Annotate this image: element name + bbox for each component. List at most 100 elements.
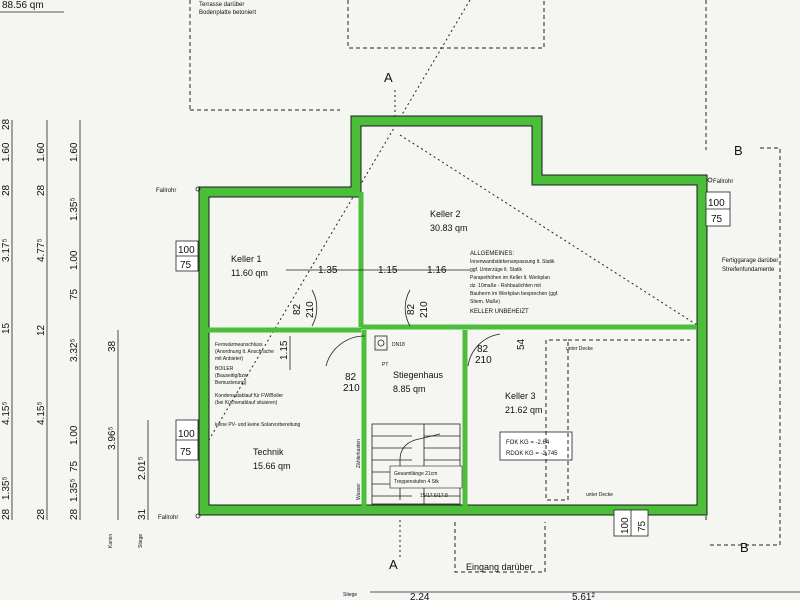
section-a-top: A — [384, 70, 393, 85]
door-swing-k3 — [467, 333, 501, 367]
section-line-diagonal — [199, 0, 471, 456]
fallrohr-dot-2 — [707, 177, 713, 183]
svg-text:31: 31 — [137, 508, 148, 520]
section-b-bottom: B — [740, 540, 749, 555]
dim-inner-2: 1.15 — [378, 265, 398, 276]
svg-text:28: 28 — [69, 508, 80, 520]
svg-text:1.00: 1.00 — [69, 250, 80, 270]
svg-text:RDOK KG = -2.745: RDOK KG = -2.745 — [506, 451, 558, 457]
terrace-outline — [189, 0, 545, 111]
svg-text:4.15⁵: 4.15⁵ — [1, 401, 12, 425]
svg-text:3.96⁵: 3.96⁵ — [107, 426, 118, 450]
svg-text:ggf. Unterzüge lt. Statik: ggf. Unterzüge lt. Statik — [470, 267, 522, 273]
dn-label: DN18 — [392, 342, 405, 348]
svg-text:2.01⁵: 2.01⁵ — [137, 456, 148, 480]
door-k1: 82 210 — [292, 301, 316, 318]
svg-text:75: 75 — [69, 288, 80, 300]
svg-text:82: 82 — [345, 372, 357, 383]
svg-text:4.77⁵: 4.77⁵ — [36, 238, 47, 262]
fallrohr-dot-3 — [195, 513, 201, 519]
svg-text:1.60: 1.60 — [1, 142, 12, 162]
svg-text:8.85 qm: 8.85 qm — [393, 384, 426, 394]
svg-text:Innenwandstärkenanpassung lt.: Innenwandstärkenanpassung lt. Statik — [470, 259, 555, 265]
svg-text:1.60: 1.60 — [36, 142, 47, 162]
window-left-bottom: 100 75 — [175, 419, 199, 461]
eingang-label: Eingang darüber — [466, 562, 533, 572]
door-swing-k1 — [311, 289, 318, 327]
svg-text:Kondensatablauf für FW/Boiler: Kondensatablauf für FW/Boiler — [215, 393, 283, 399]
dim-col-d: 38 3.96⁵ 2.01⁵ 31 — [107, 340, 148, 520]
svg-text:75: 75 — [69, 460, 80, 472]
svg-text:Bemusterung): Bemusterung) — [215, 380, 247, 386]
svg-text:(Anordnung lt. Anschrache: (Anordnung lt. Anschrache — [215, 349, 274, 355]
dim-col-b: 1.60 28 4.77⁵ 12 4.15⁵ 28 — [36, 142, 47, 520]
svg-text:1.00: 1.00 — [69, 425, 80, 445]
garage-label-1: Fertiggarage darüber — [722, 258, 778, 264]
dim-col-c: 1.60 1.35⁵ 1.00 75 3.32⁵ 1.00 75 1.35⁵ 2… — [69, 142, 80, 520]
svg-text:100: 100 — [178, 245, 195, 256]
unter-decke-1: unter Decke — [566, 346, 593, 352]
dn-box — [374, 335, 388, 351]
pt-label: PT — [382, 362, 388, 368]
dim-col-a: 28 1.60 28 3.17⁵ 15 4.15⁵ 1.35⁵ 28 — [1, 118, 12, 520]
section-line-keller2 — [399, 134, 706, 331]
kamin-label: Kamin — [108, 534, 114, 548]
svg-text:1.35⁵: 1.35⁵ — [1, 476, 12, 500]
svg-text:210: 210 — [305, 301, 316, 318]
svg-text:Parapethöhen im Keller lt. Wer: Parapethöhen im Keller lt. Werkplan — [470, 275, 550, 281]
svg-text:75: 75 — [180, 260, 192, 271]
door-swing-st — [325, 335, 366, 367]
svg-text:28: 28 — [1, 184, 12, 196]
svg-text:15: 15 — [1, 322, 12, 334]
svg-text:28: 28 — [36, 508, 47, 520]
svg-text:75: 75 — [711, 214, 723, 225]
svg-text:1.35⁵: 1.35⁵ — [69, 478, 80, 502]
stairs-note-1: Gesamtlänge 21cm — [394, 471, 437, 477]
svg-text:dz. 10maße - Rohbaulichten mit: dz. 10maße - Rohbaulichten mit — [470, 283, 541, 289]
inner-wall-edge — [208, 125, 698, 506]
outer-wall — [199, 116, 707, 515]
svg-text:3.32⁵: 3.32⁵ — [69, 338, 80, 362]
svg-text:keine PV- und keine Solarvorbe: keine PV- und keine Solarvorbereitung — [215, 422, 301, 428]
svg-text:(bei Küchenablauf situieren): (bei Küchenablauf situieren) — [215, 400, 278, 406]
svg-text:ALLGEMEINES:: ALLGEMEINES: — [470, 251, 514, 257]
technik-notes: Fernwärmeanschluss (Anordnung lt. Anschr… — [215, 342, 301, 428]
dim-bottom-2: 5.61² — [572, 592, 595, 600]
svg-text:Stiegenhaus: Stiegenhaus — [393, 370, 444, 380]
stiege-bottom-label: Stiege — [343, 592, 357, 598]
svg-text:KELLER UNBEHEIZT: KELLER UNBEHEIZT — [470, 309, 529, 315]
room-keller-1: Keller 1 11.60 qm — [231, 254, 268, 278]
svg-text:210: 210 — [475, 355, 492, 366]
svg-text:BOILER: BOILER — [215, 366, 234, 372]
svg-text:100: 100 — [708, 198, 725, 209]
stairs-note-2: Treppenstufen 4 Stk — [394, 479, 439, 485]
svg-text:28: 28 — [36, 184, 47, 196]
svg-text:28: 28 — [1, 508, 12, 520]
terrace-label-2: Bodenplatte betoniert — [199, 10, 256, 16]
section-b-top: B — [734, 143, 743, 158]
keller3-dashed-area — [545, 339, 690, 501]
door-st: 82 210 — [343, 372, 360, 394]
svg-text:1.60: 1.60 — [69, 142, 80, 162]
svg-text:75: 75 — [637, 520, 648, 532]
svg-text:Bauherrn im Werkplan bespreche: Bauherrn im Werkplan besprechen (ggf. — [470, 291, 559, 297]
svg-text:12: 12 — [36, 324, 47, 336]
stairs-note-box — [389, 465, 463, 489]
svg-text:(Bauseitig/bzw.: (Bauseitig/bzw. — [215, 373, 249, 379]
room-keller-3: Keller 3 21.62 qm — [505, 391, 543, 415]
svg-text:3.17⁵: 3.17⁵ — [1, 238, 12, 262]
svg-text:75: 75 — [180, 447, 192, 458]
svg-text:82: 82 — [406, 303, 417, 315]
svg-text:30.83 qm: 30.83 qm — [430, 223, 468, 233]
svg-text:1.35⁵: 1.35⁵ — [69, 197, 80, 221]
svg-text:82: 82 — [477, 344, 489, 355]
wasser-label: Wasser — [356, 483, 362, 500]
dim-bottom-1: 2.24 — [410, 592, 430, 600]
svg-text:Fernwärmeanschluss: Fernwärmeanschluss — [215, 342, 263, 348]
svg-text:Keller 2: Keller 2 — [430, 209, 461, 219]
room-technik: Technik 15.66 qm — [253, 447, 291, 471]
svg-text:21.62 qm: 21.62 qm — [505, 405, 543, 415]
fallrohr-3: Fallrohr — [158, 515, 178, 521]
garage-label-2: Streifenfundamente — [722, 267, 775, 273]
dim-side-1: 54 — [516, 338, 527, 350]
